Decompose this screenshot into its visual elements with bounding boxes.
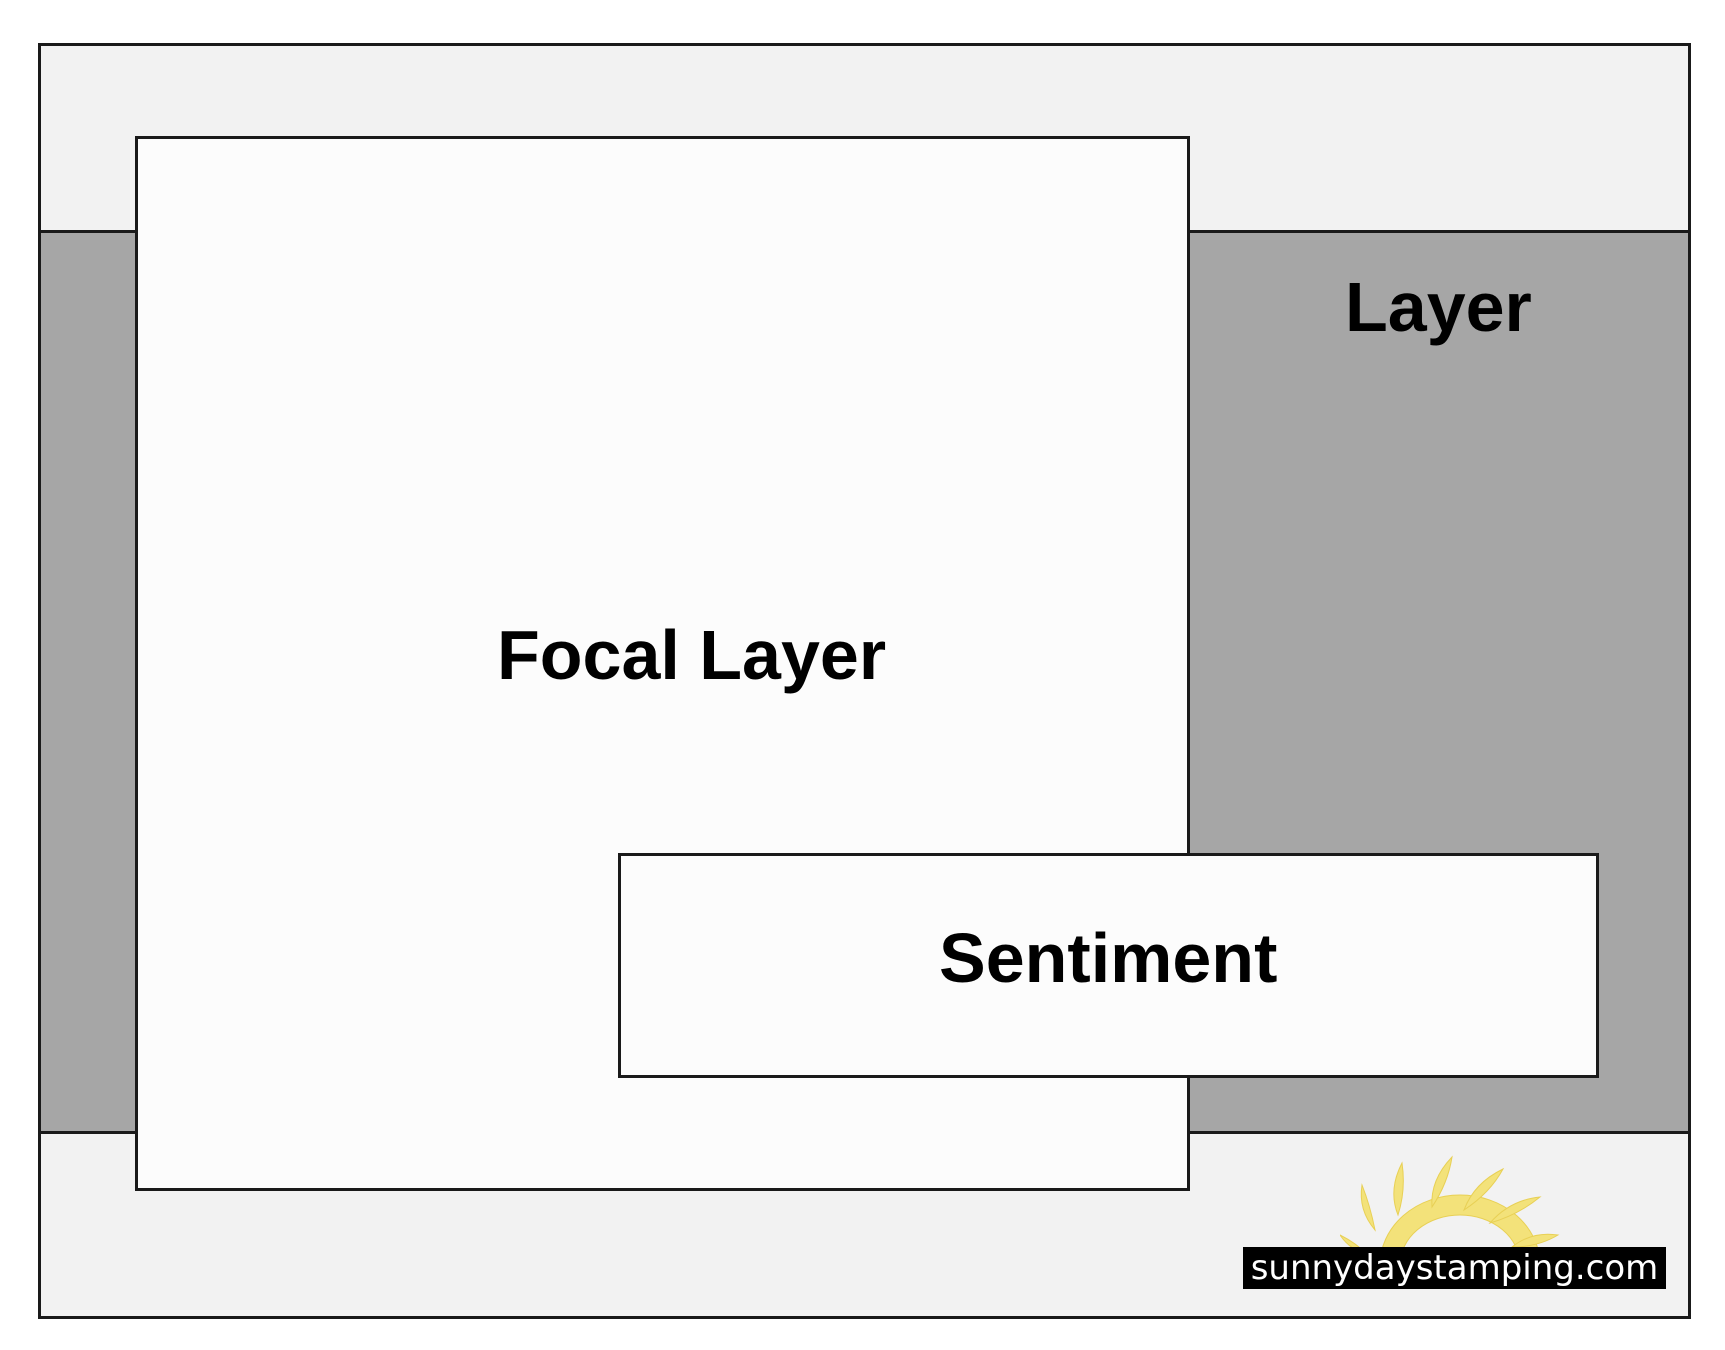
sentiment-label: Sentiment — [939, 919, 1278, 997]
logo-text: sunnydaystamping.com — [1243, 1247, 1666, 1289]
layer-label: Layer — [1345, 268, 1532, 346]
sentiment-panel — [618, 853, 1599, 1078]
focal-layer-label: Focal Layer — [497, 616, 887, 694]
sun-icon — [1340, 1155, 1560, 1265]
